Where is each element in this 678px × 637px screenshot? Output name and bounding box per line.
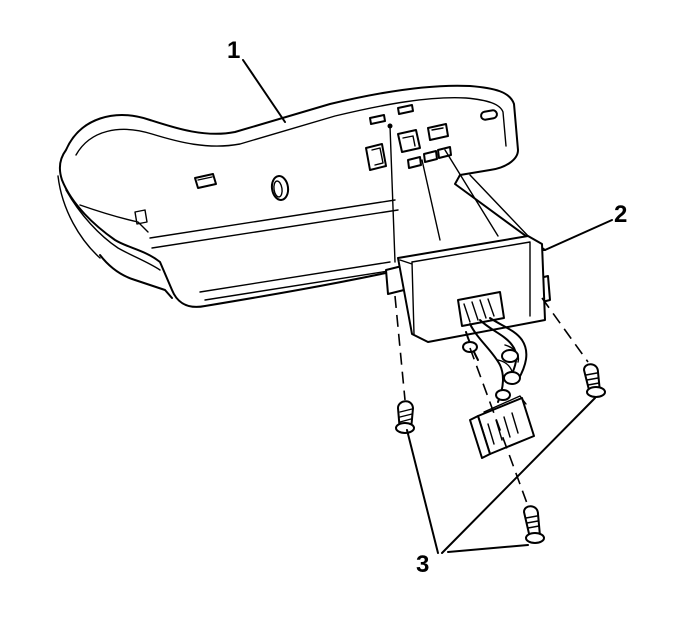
leader-lines bbox=[242, 59, 613, 554]
screw-right bbox=[583, 363, 606, 398]
callout-1: 1 bbox=[227, 37, 240, 64]
callout-2: 2 bbox=[614, 201, 627, 228]
screw-left bbox=[395, 400, 415, 434]
wire-harness bbox=[462, 317, 528, 403]
side-trim-panel bbox=[57, 84, 546, 308]
assembly-lines bbox=[387, 123, 589, 507]
harness-connector bbox=[469, 395, 535, 459]
control-module bbox=[385, 235, 551, 343]
screw-bottom bbox=[523, 505, 545, 544]
callout-3: 3 bbox=[416, 551, 429, 578]
